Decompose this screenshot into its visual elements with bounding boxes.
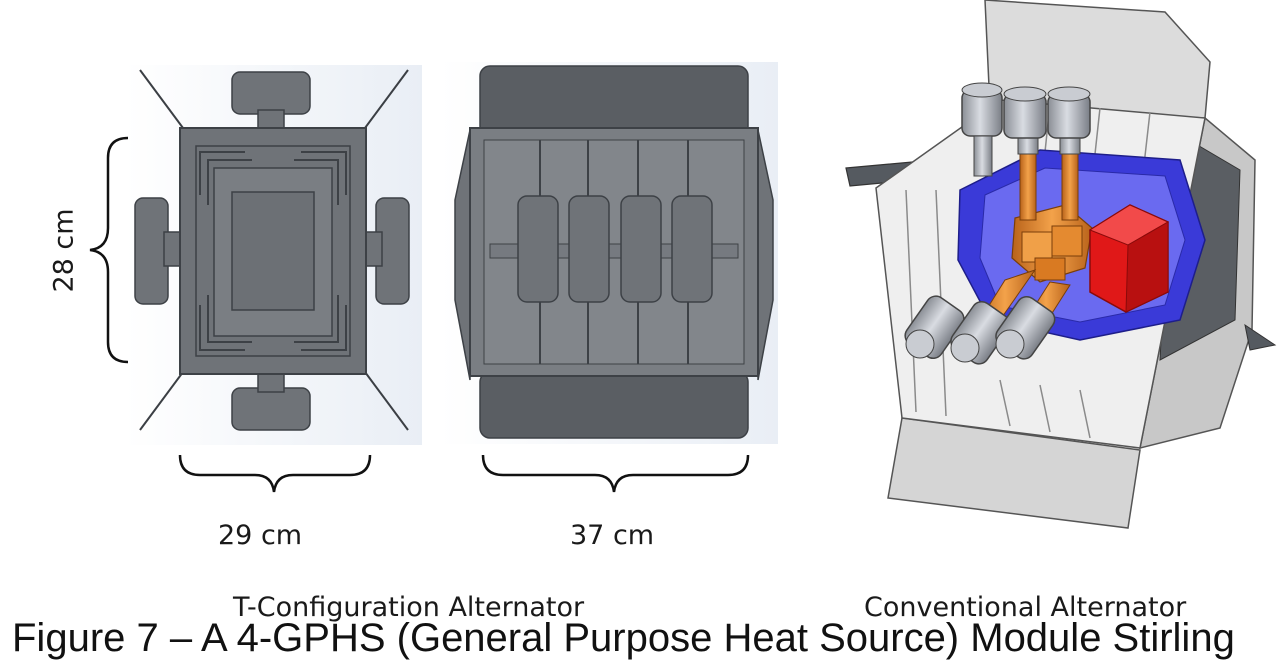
- figure-caption: Figure 7 – A 4-GPHS (General Purpose Hea…: [12, 616, 1235, 660]
- width-brace-side: [481, 454, 750, 493]
- side-alternators: [517, 195, 713, 303]
- radiator-bottom: [479, 371, 749, 439]
- height-label: 28 cm: [48, 208, 80, 293]
- support-struts: [139, 69, 409, 431]
- t-config-side-view: [440, 62, 778, 493]
- t-config-top-view: [89, 65, 422, 493]
- corner-brackets: [199, 151, 347, 351]
- t-config-title: T-Configuration Alternator: [233, 592, 585, 623]
- width-label-t-config: 29 cm: [218, 520, 303, 551]
- height-brace: [89, 136, 129, 364]
- conventional-cutaway: [845, 0, 1277, 529]
- heat-source: [1088, 204, 1170, 313]
- bottom-flap: [887, 417, 1141, 529]
- radiator-top: [479, 65, 749, 137]
- alternator-top: [231, 71, 311, 131]
- conventional-title: Conventional Alternator: [864, 592, 1187, 623]
- upper-convertors: [961, 82, 1091, 221]
- alternator-bottom: [231, 369, 311, 431]
- width-brace-t-config: [178, 454, 372, 493]
- lower-convertors: [904, 269, 1071, 365]
- width-label-side: 37 cm: [570, 520, 655, 551]
- heater-heads: [1011, 204, 1093, 283]
